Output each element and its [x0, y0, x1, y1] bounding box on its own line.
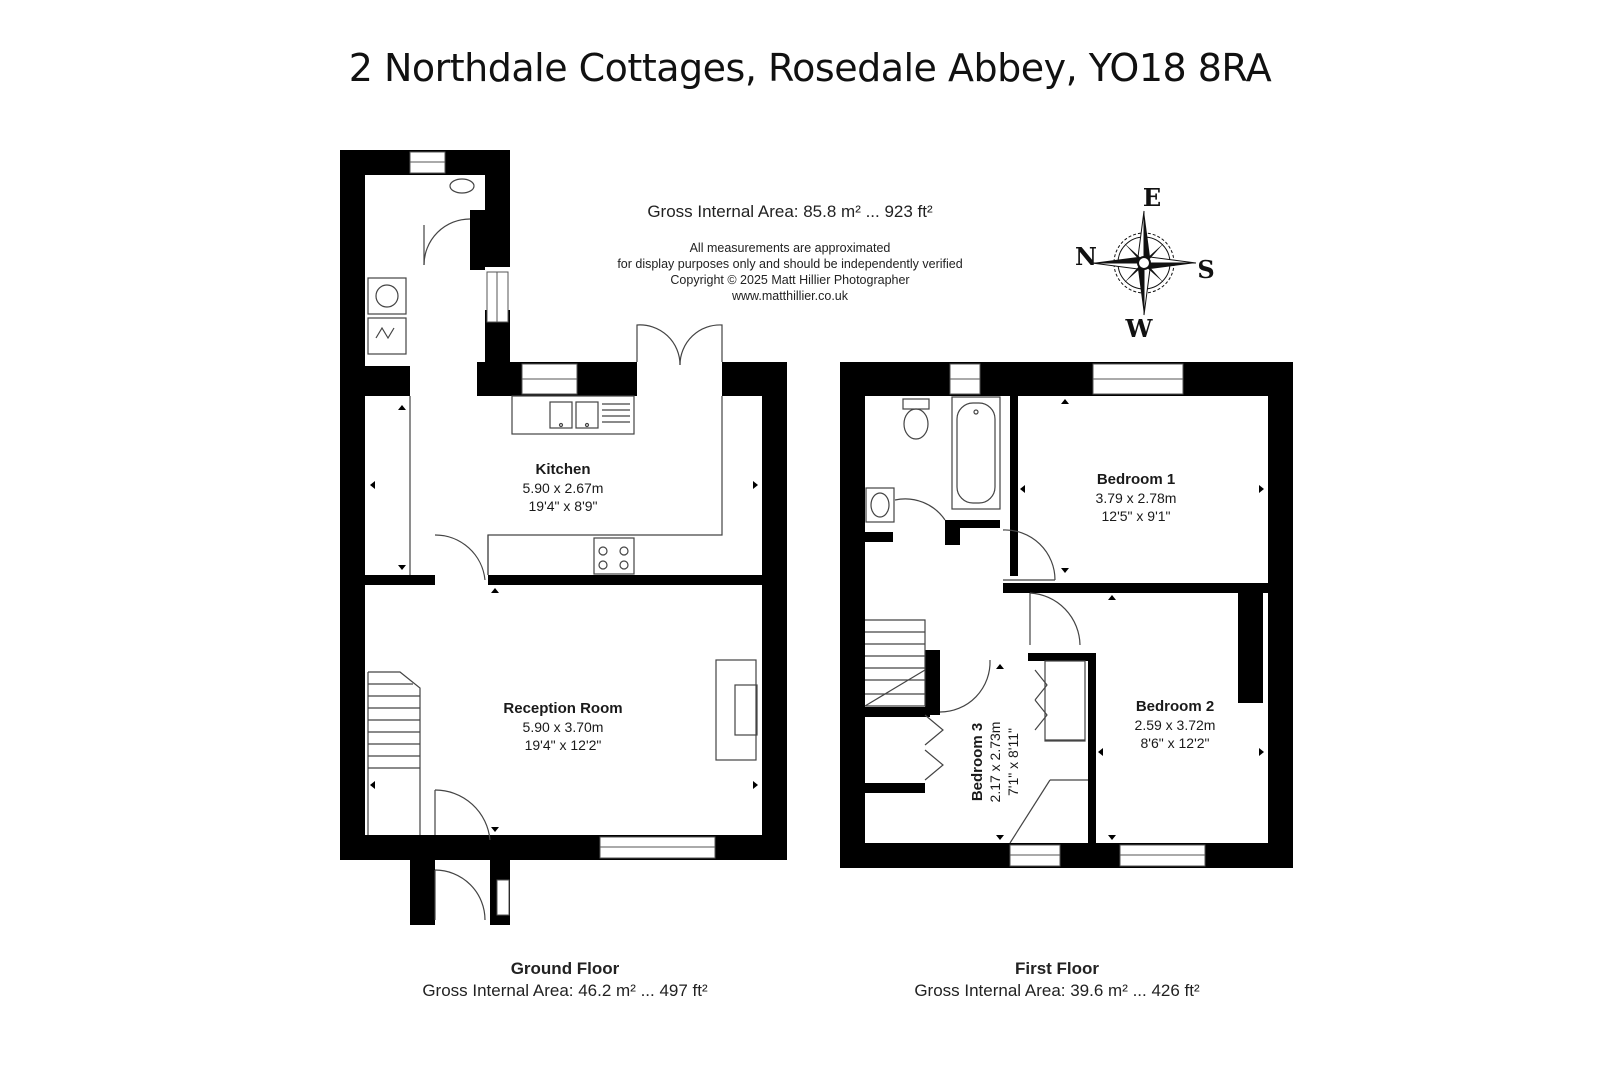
ground-floor-dimension-markers	[370, 405, 758, 832]
bedroom-2-imperial: 8'6" x 12'2"	[1141, 735, 1210, 751]
ground-floor-walls	[340, 150, 787, 925]
first-floor-dimension-markers	[996, 399, 1264, 840]
reception-room-name: Reception Room	[503, 700, 622, 717]
reception-room-metric: 5.90 x 3.70m	[523, 719, 604, 735]
ground-floor-area: Gross Internal Area: 46.2 m² ... 497 ft²	[422, 981, 708, 1000]
bedroom-2-metric: 2.59 x 3.72m	[1135, 717, 1216, 733]
first-floor-walls	[840, 362, 1293, 868]
bedroom-1-metric: 3.79 x 2.78m	[1096, 490, 1177, 506]
bedroom-2-name: Bedroom 2	[1136, 698, 1214, 715]
first-floor-plan: Bedroom 1 3.79 x 2.78m 12'5" x 9'1" Bedr…	[840, 362, 1293, 868]
kitchen-name: Kitchen	[535, 461, 590, 478]
bedroom-1-imperial: 12'5" x 9'1"	[1102, 508, 1171, 524]
ground-floor-name: Ground Floor	[510, 959, 620, 978]
bedroom-3-name: Bedroom 3	[969, 723, 986, 801]
ground-floor-windows	[409, 151, 716, 916]
compass-north-label: N	[1075, 242, 1097, 271]
disclaimer-line: for display purposes only and should be …	[617, 257, 963, 271]
ground-floor-caption: Ground Floor Gross Internal Area: 46.2 m…	[400, 958, 730, 1002]
bedroom-1-name: Bedroom 1	[1097, 471, 1175, 488]
ground-floor-fixtures	[367, 178, 758, 921]
bedroom-3-imperial: 7'1" x 8'11"	[1005, 728, 1021, 796]
kitchen-metric: 5.90 x 2.67m	[523, 480, 604, 496]
bedroom-3-metric: 2.17 x 2.73m	[987, 722, 1003, 803]
total-area: Gross Internal Area: 85.8 m² ... 923 ft²	[647, 202, 933, 221]
compass-south-label: S	[1197, 255, 1214, 284]
compass-west-label: W	[1125, 314, 1154, 343]
kitchen-imperial: 19'4" x 8'9"	[529, 498, 598, 514]
property-address-title: 2 Northdale Cottages, Rosedale Abbey, YO…	[348, 46, 1272, 90]
first-floor-caption: First Floor Gross Internal Area: 39.6 m²…	[892, 958, 1222, 1002]
first-floor-name: First Floor	[1014, 959, 1100, 978]
first-floor-fixtures	[864, 396, 1088, 844]
disclaimer-line: All measurements are approximated	[689, 241, 891, 255]
first-floor-windows	[949, 363, 1206, 867]
reception-room-imperial: 19'4" x 12'2"	[525, 737, 602, 753]
compass-east-label: E	[1143, 183, 1161, 212]
disclaimer-line: Copyright © 2025 Matt Hillier Photograph…	[670, 273, 910, 287]
disclaimer: All measurements are approximated for di…	[560, 240, 1020, 304]
first-floor-area: Gross Internal Area: 39.6 m² ... 426 ft²	[914, 981, 1200, 1000]
website-link[interactable]: www.matthillier.co.uk	[731, 289, 848, 303]
ground-floor-plan: Kitchen 5.90 x 2.67m 19'4" x 8'9" Recept…	[340, 150, 787, 925]
compass-rose: E N S W	[1075, 183, 1215, 343]
